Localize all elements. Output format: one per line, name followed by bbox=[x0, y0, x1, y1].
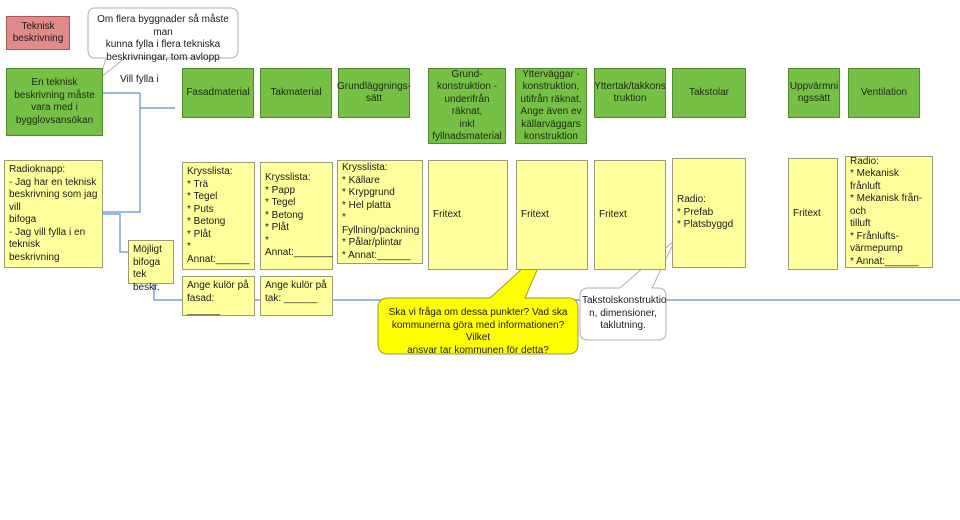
question-callout-shape bbox=[377, 244, 579, 355]
tak-krysslista: Krysslista: * Papp * Tegel * Betong * Pl… bbox=[260, 162, 333, 270]
to-mojligt-line bbox=[103, 213, 128, 253]
top-callout-shape bbox=[87, 7, 239, 80]
ventilation-radio: Radio: * Mekanisk frånluft * Mekanisk fr… bbox=[845, 156, 933, 268]
branch-up-line bbox=[139, 93, 175, 109]
intro-box: En teknisk beskrivning måste vara med i … bbox=[6, 68, 103, 136]
ventilation-header: Ventilation bbox=[848, 68, 920, 118]
takstolar-header: Takstolar bbox=[672, 68, 746, 118]
vill-fylla-label: Vill fylla i bbox=[120, 74, 159, 85]
yttertak-fritext: Fritext bbox=[594, 160, 666, 270]
yttervaggar-header: Ytterväggar - konstruktion, utifrån räkn… bbox=[515, 68, 587, 144]
takmaterial-header: Takmaterial bbox=[260, 68, 332, 118]
fasad-krysslista: Krysslista: * Trä * Tegel * Puts * Beton… bbox=[182, 162, 255, 270]
grundkonstruktion-header: Grund- konstruktion - underifrån räknat,… bbox=[428, 68, 506, 144]
grund-krysslista: Krysslista: * Källare * Krypgrund * Hel … bbox=[337, 160, 423, 264]
vertical-connector bbox=[103, 108, 141, 213]
radioknapp-box: Radioknapp: - Jag har en teknisk beskriv… bbox=[4, 160, 103, 268]
yttervaggar-fritext: Fritext bbox=[516, 160, 588, 270]
mojligt-bifoga-box: Möjligt bifoga tek beskr. bbox=[128, 240, 174, 293]
yttertak-header: Yttertak/takkons truktion bbox=[594, 68, 666, 118]
top-callout-text: Om flera byggnader så måste man kunna fy… bbox=[97, 14, 229, 63]
fasadmaterial-header: Fasadmaterial bbox=[182, 68, 254, 118]
uppvarmning-fritext: Fritext bbox=[788, 158, 838, 270]
uppvarmningssatt-header: Uppvärmni ngssätt bbox=[788, 68, 840, 118]
fasad-kulor-box: Ange kulör på fasad: ______ bbox=[182, 276, 255, 316]
teknisk-beskrivning-label: Teknisk beskrivning bbox=[6, 16, 70, 50]
takstol-callout-text: Takstolskonstruktio n, dimensioner, takl… bbox=[582, 295, 667, 331]
bottom-flow-line bbox=[153, 280, 960, 301]
question-callout-text: Ska vi fråga om dessa punkter? Vad ska k… bbox=[388, 307, 568, 356]
tak-kulor-box: Ange kulör på tak: ______ bbox=[260, 276, 333, 316]
grundlaggningssatt-header: Grundläggnings- sätt bbox=[337, 68, 411, 118]
grundkonstruktion-fritext: Fritext bbox=[428, 160, 508, 270]
takstolar-radio: Radio: * Prefab * Platsbyggd bbox=[672, 158, 746, 268]
